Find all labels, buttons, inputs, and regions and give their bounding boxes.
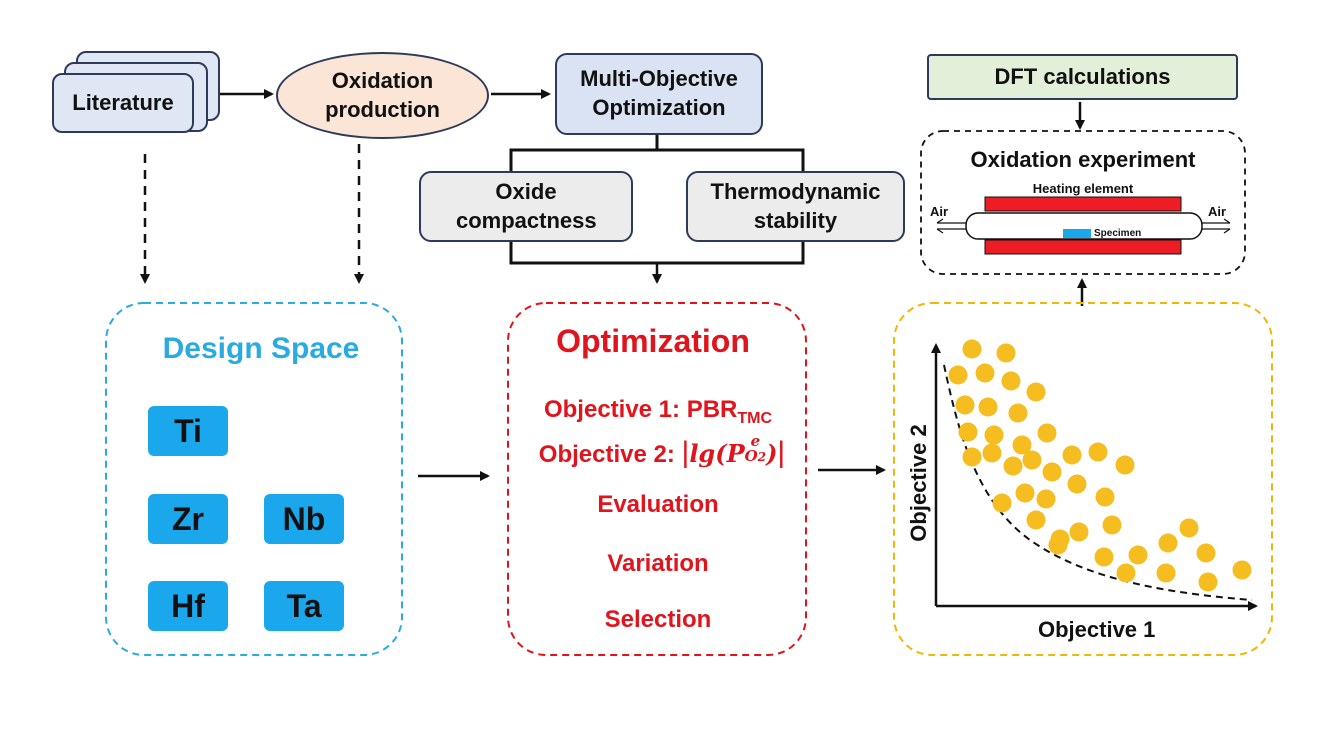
- pareto-y-label: Objective 2: [906, 424, 931, 542]
- specimen: [1063, 229, 1091, 238]
- pareto-point: [1095, 487, 1115, 507]
- pareto-point: [1116, 563, 1136, 583]
- element-zr: Zr: [148, 494, 228, 544]
- pareto-point: [1196, 543, 1216, 563]
- step-selection: Selection: [604, 606, 712, 633]
- step-evaluation: Evaluation: [597, 491, 719, 518]
- optimization-frame: [507, 302, 807, 656]
- oxidation-production-node: Oxidation production: [276, 52, 489, 139]
- literature-card: Literature: [52, 73, 194, 133]
- pareto-x-label: Objective 1: [1038, 617, 1156, 642]
- pareto-point: [1001, 371, 1021, 391]
- experiment-title: Oxidation experiment: [970, 147, 1196, 172]
- pareto-point: [955, 395, 975, 415]
- pareto-point: [1179, 518, 1199, 538]
- element-ta: Ta: [264, 581, 344, 631]
- pareto-point: [1003, 456, 1023, 476]
- pareto-points: [948, 339, 1252, 592]
- objective-1-prefix: Objective 1:: [543, 396, 687, 423]
- oxidation-production-label: Oxidation production: [325, 67, 440, 122]
- pareto-point: [978, 397, 998, 417]
- objective-2-prefix: Objective 2:: [538, 441, 675, 468]
- element-ti: Ti: [148, 406, 228, 456]
- pareto-point: [1198, 572, 1218, 592]
- pareto-point: [1026, 382, 1046, 402]
- moo-label: Multi-Objective Optimization: [580, 66, 738, 120]
- air-out-label: Air: [1208, 204, 1227, 219]
- experiment-frame: [920, 130, 1246, 275]
- objective-2-sup: e: [750, 431, 761, 450]
- dft-node: DFT calculations: [927, 54, 1238, 100]
- objective-2-p: P: [726, 439, 745, 468]
- pareto-point: [982, 443, 1002, 463]
- element-nb: Nb: [264, 494, 344, 544]
- dft-label: DFT calculations: [994, 63, 1171, 89]
- pareto-point: [962, 447, 982, 467]
- moo-bracket: [509, 148, 805, 172]
- optimization-title: Optimization: [556, 323, 750, 359]
- pareto-point: [1026, 510, 1046, 530]
- heating-element-label: Heating element: [1032, 181, 1134, 196]
- furnace-tube: [965, 212, 1203, 240]
- pareto-point: [1232, 560, 1252, 580]
- pareto-point: [1069, 522, 1089, 542]
- moo-node: Multi-Objective Optimization: [555, 53, 763, 135]
- pareto-point: [1156, 563, 1176, 583]
- air-out-arrows: [1202, 218, 1231, 234]
- air-in-arrows: [936, 218, 966, 234]
- pareto-point: [996, 343, 1016, 363]
- heating-element-top: [984, 196, 1182, 212]
- pareto-point: [1012, 435, 1032, 455]
- pareto-point: [1037, 423, 1057, 443]
- pareto-point: [1102, 515, 1122, 535]
- pareto-frame: [893, 302, 1273, 656]
- pareto-point: [962, 339, 982, 359]
- pareto-point: [1158, 533, 1178, 553]
- pareto-point: [1062, 445, 1082, 465]
- pareto-point: [1022, 450, 1042, 470]
- pareto-point: [1128, 545, 1148, 565]
- pareto-point: [1036, 489, 1056, 509]
- thermodynamic-stability-label: Thermodynamic stability: [710, 178, 881, 233]
- design-space-frame: [105, 302, 403, 656]
- oxide-compactness-node: Oxide compactness: [419, 171, 633, 242]
- pareto-point: [1094, 547, 1114, 567]
- objective-1-pbr: PBR: [686, 396, 738, 423]
- pareto-point: [1115, 455, 1135, 475]
- oxide-compactness-label: Oxide compactness: [456, 178, 597, 233]
- objective-1-tmc: TMC: [737, 409, 773, 427]
- pareto-point: [1008, 403, 1028, 423]
- objective-2-sub: O2: [744, 446, 767, 465]
- pareto-point: [1042, 462, 1062, 482]
- air-in-label: Air: [930, 204, 949, 219]
- heating-element-bottom: [984, 239, 1182, 255]
- step-variation: Variation: [607, 550, 709, 577]
- pareto-point: [1088, 442, 1108, 462]
- objective-2-lg: lg: [689, 439, 716, 468]
- literature-label: Literature: [72, 89, 174, 115]
- objective-1: Objective 1: PBRTMC: [510, 396, 806, 428]
- pareto-point: [1015, 483, 1035, 503]
- pareto-point: [984, 425, 1004, 445]
- thermodynamic-stability-node: Thermodynamic stability: [686, 171, 905, 242]
- pareto-point: [1067, 474, 1087, 494]
- pareto-point: [1048, 535, 1068, 555]
- specimen-label: Specimen: [1094, 228, 1142, 239]
- pareto-point: [992, 493, 1012, 513]
- pareto-point: [958, 422, 978, 442]
- element-hf: Hf: [148, 581, 228, 631]
- pareto-point: [948, 365, 968, 385]
- pareto-point: [975, 363, 995, 383]
- design-space-title: Design Space: [162, 332, 360, 365]
